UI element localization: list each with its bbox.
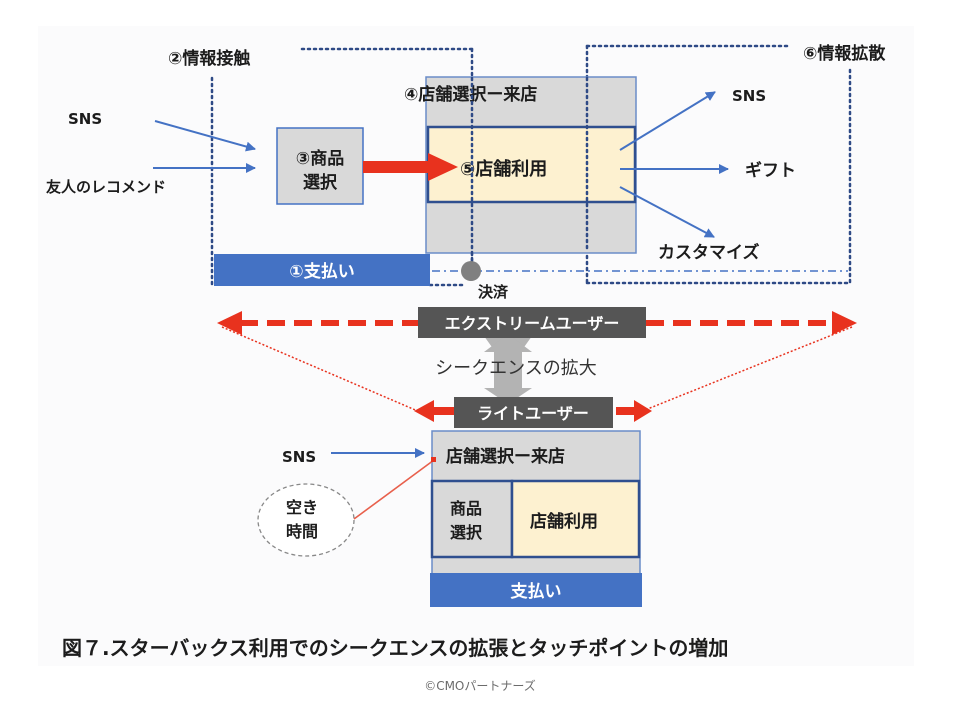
light-payment-bar — [430, 573, 642, 607]
output-sns-arrow — [619, 91, 716, 151]
free-time-line2: 時間 — [286, 522, 318, 541]
expansion-double-arrow — [484, 334, 532, 404]
product-to-store-arrow — [363, 153, 458, 181]
product-select-line1: ③商品 — [296, 148, 344, 169]
light-user-range-arrow — [414, 400, 652, 422]
store-visit-label: ④店舗選択ー来店 — [404, 84, 537, 105]
payment-bar — [214, 254, 430, 286]
light-product-select-line2: 選択 — [450, 523, 483, 542]
figure-credit: ©CMOパートナーズ — [424, 678, 536, 693]
light-store-use-label: 店舗利用 — [530, 511, 598, 532]
output-sns-label: SNS — [732, 87, 766, 105]
free-time-connector — [353, 459, 435, 520]
sns-arrow — [154, 120, 256, 152]
product-select-line2: 選択 — [303, 172, 338, 193]
settlement-dot — [461, 261, 481, 281]
free-time-line1: 空き — [286, 498, 318, 517]
expansion-label: シークエンスの拡大 — [435, 358, 597, 379]
product-select-box — [276, 127, 364, 205]
light-user-label: ライトユーザー — [477, 404, 589, 423]
light-input-sns-label: SNS — [282, 448, 316, 466]
light-user-box — [454, 397, 613, 428]
light-store-visit-label: 店舗選択ー来店 — [446, 446, 565, 467]
info-spread-label: ⑥情報拡散 — [803, 43, 886, 64]
input-sns-label: SNS — [68, 110, 102, 128]
output-customize-label: カスタマイズ — [658, 242, 760, 263]
input-friend-recommend-label: 友人のレコメンド — [46, 178, 166, 196]
light-store-use-box — [510, 479, 641, 559]
settlement-label: 決済 — [478, 283, 509, 301]
store-use-label: ⑤店舗利用 — [460, 158, 547, 180]
extreme-user-range-arrow — [217, 311, 857, 335]
payment-label: ①支払い — [289, 261, 354, 282]
info-contact-label: ②情報接触 — [168, 48, 250, 69]
light-product-select-box — [430, 479, 514, 559]
extreme-user-label: エクストリームユーザー — [445, 314, 620, 333]
light-payment-label: 支払い — [511, 581, 562, 602]
output-gift-label: ギフト — [745, 161, 796, 181]
free-time-connector-tip — [431, 457, 436, 462]
free-time-bubble — [257, 483, 355, 557]
output-customize-arrow — [619, 186, 715, 238]
extreme-user-box — [418, 307, 646, 338]
figure-caption: 図７.スターバックス利用でのシークエンスの拡張とタッチポイントの増加 — [62, 636, 728, 660]
light-product-select-line1: 商品 — [450, 499, 482, 518]
